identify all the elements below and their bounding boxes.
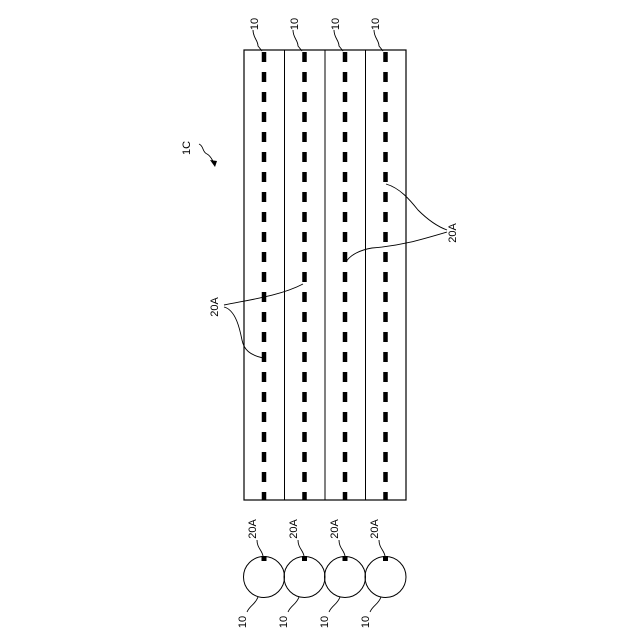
- fiber-core-marker-1: [262, 556, 267, 561]
- figure-label-arrowhead: [210, 160, 217, 167]
- top-leader-3: [334, 30, 343, 51]
- end-leader-20a-4: [379, 540, 385, 556]
- end-view: 20A 10 20A 10 20A 10 20A 10: [237, 519, 406, 629]
- end-label-10-1: 10: [237, 616, 249, 628]
- top-label-group-4: 10: [370, 18, 383, 51]
- fiber-end-4: 20A 10: [360, 519, 406, 629]
- callout-right-leader-upper: [386, 184, 447, 230]
- end-label-20a-2: 20A: [288, 519, 300, 539]
- fiber-end-2: 20A 10: [278, 519, 325, 629]
- end-label-10-3: 10: [319, 616, 331, 628]
- top-label-10-2: 10: [289, 18, 301, 30]
- fiber-circle-1: [244, 557, 285, 598]
- fiber-end-3: 20A 10: [319, 519, 366, 629]
- end-label-10-2: 10: [278, 616, 290, 628]
- end-leader-20a-2: [298, 540, 304, 556]
- top-leader-1: [253, 30, 262, 51]
- fiber-circle-2: [284, 557, 325, 598]
- callout-right-leader-lower: [346, 232, 447, 262]
- fiber-circle-4: [365, 557, 406, 598]
- end-leader-10-3: [329, 597, 340, 612]
- end-label-20a-1: 20A: [247, 519, 259, 539]
- fiber-core-marker-3: [343, 556, 348, 561]
- end-leader-20a-3: [339, 540, 345, 556]
- top-label-group-2: 10: [289, 18, 302, 51]
- figure-label: 1C: [181, 141, 193, 155]
- top-leader-2: [293, 30, 302, 51]
- fiber-core-marker-4: [383, 556, 388, 561]
- end-label-20a-3: 20A: [329, 519, 341, 539]
- top-label-10-1: 10: [249, 18, 261, 30]
- top-leader-4: [374, 30, 383, 51]
- top-label-10-4: 10: [370, 18, 382, 30]
- end-leader-10-1: [247, 597, 258, 612]
- fiber-circle-3: [325, 557, 366, 598]
- top-label-10-3: 10: [330, 18, 342, 30]
- callout-20a-right: 20A: [447, 223, 459, 243]
- callout-20a-left: 20A: [209, 297, 221, 317]
- top-label-group-3: 10: [330, 18, 343, 51]
- end-leader-10-4: [370, 597, 381, 612]
- end-label-20a-4: 20A: [369, 519, 381, 539]
- end-label-10-4: 10: [360, 616, 372, 628]
- top-label-group-1: 10: [249, 18, 262, 51]
- end-leader-10-2: [288, 597, 299, 612]
- figure-label-arrow: [199, 144, 214, 163]
- end-leader-20a-1: [257, 540, 263, 556]
- fiber-end-1: 20A 10: [237, 519, 285, 629]
- fiber-core-marker-2: [302, 556, 307, 561]
